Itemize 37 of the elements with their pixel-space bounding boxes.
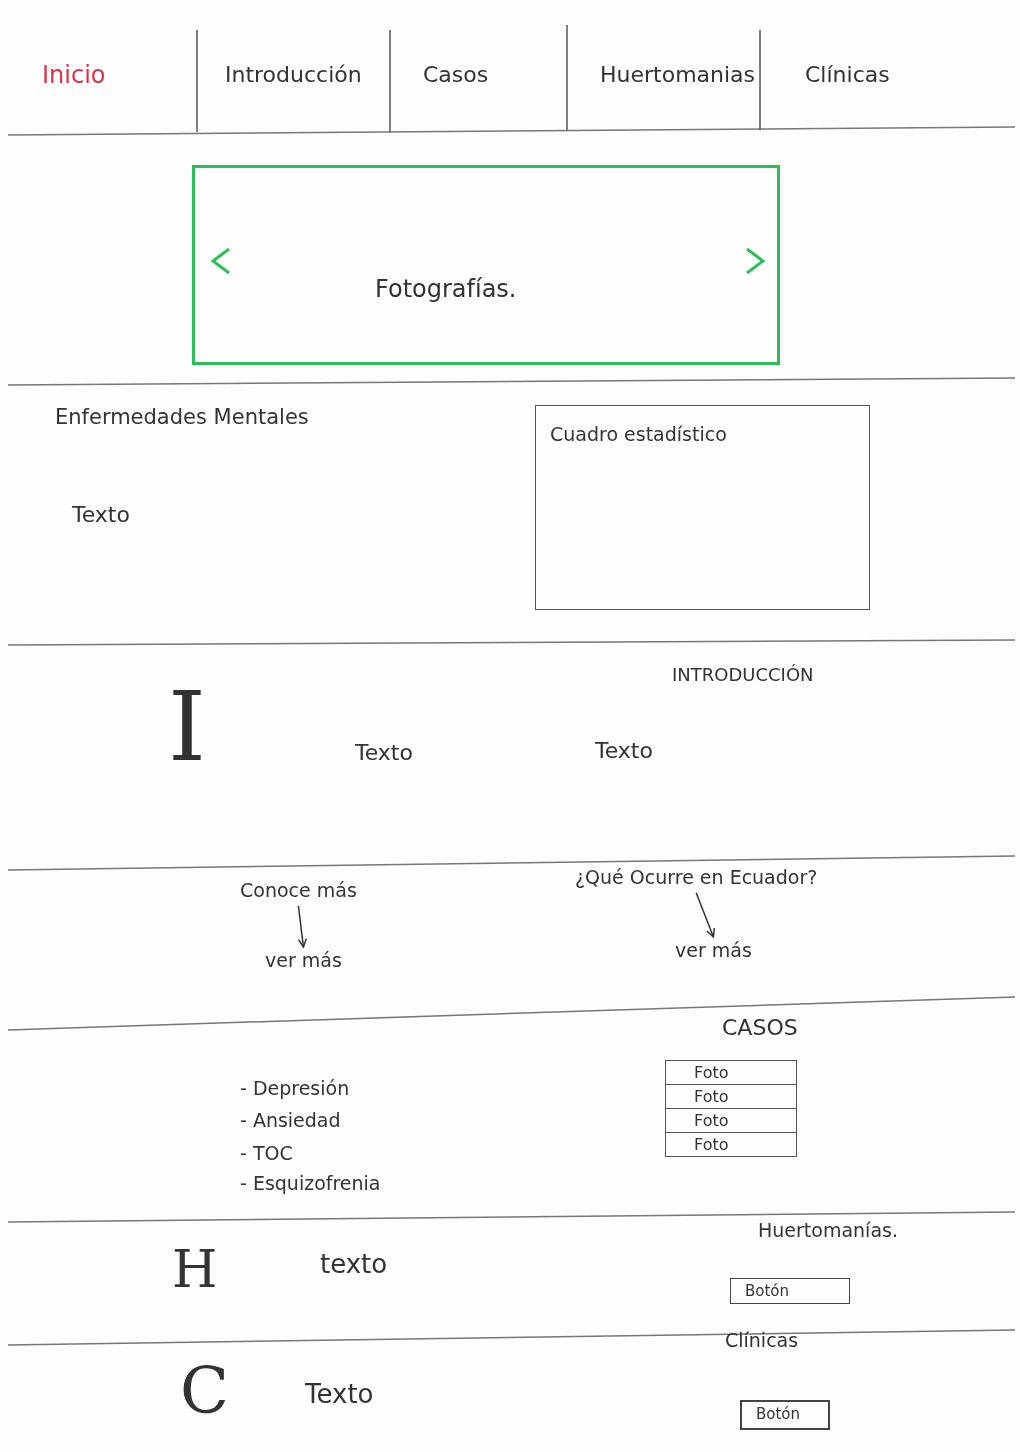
section-heading: Clínicas xyxy=(725,1330,799,1352)
table-cell: Foto xyxy=(666,1109,796,1133)
list-item: - Depresión xyxy=(240,1078,350,1100)
drop-cap: H xyxy=(172,1240,218,1300)
prompt-text: Conoce más xyxy=(240,880,357,902)
table-cell: Foto xyxy=(666,1085,796,1109)
section-heading: CASOS xyxy=(722,1015,798,1041)
chart-panel: Cuadro estadístico xyxy=(535,405,870,610)
link-text: ver más xyxy=(265,950,342,972)
table-cell: Foto xyxy=(666,1133,796,1157)
list-item: - Ansiedad xyxy=(240,1110,341,1132)
image-carousel xyxy=(192,165,780,365)
body-text: Texto xyxy=(305,1380,374,1410)
body-text: Texto xyxy=(355,740,413,766)
prompt-text: ¿Qué Ocurre en Ecuador? xyxy=(575,867,818,889)
button: Botón xyxy=(730,1278,850,1304)
drop-cap: C xyxy=(180,1355,229,1429)
link-text: ver más xyxy=(675,940,752,962)
nav-link: Inicio xyxy=(42,62,106,90)
section-heading: Huertomanías. xyxy=(758,1220,898,1242)
carousel-caption: Fotografías. xyxy=(375,276,517,304)
list-item: - Esquizofrenia xyxy=(240,1173,381,1195)
body-text: Texto xyxy=(595,738,653,764)
button: Botón xyxy=(740,1400,830,1430)
drop-cap: I xyxy=(168,672,206,783)
nav-link: Casos xyxy=(423,62,489,88)
table-cell: Foto xyxy=(666,1061,796,1085)
arrow xyxy=(695,892,715,938)
nav-link: Introducción xyxy=(225,62,362,88)
section-heading: Enfermedades Mentales xyxy=(55,405,309,430)
nav-link: Clínicas xyxy=(805,62,890,88)
nav-link: Huertomanias xyxy=(600,62,756,88)
section-heading: INTRODUCCIÓN xyxy=(672,665,814,686)
list-item: - TOC xyxy=(240,1143,293,1165)
body-text: texto xyxy=(320,1250,388,1280)
body-text: Texto xyxy=(72,502,130,528)
arrow xyxy=(297,905,308,948)
